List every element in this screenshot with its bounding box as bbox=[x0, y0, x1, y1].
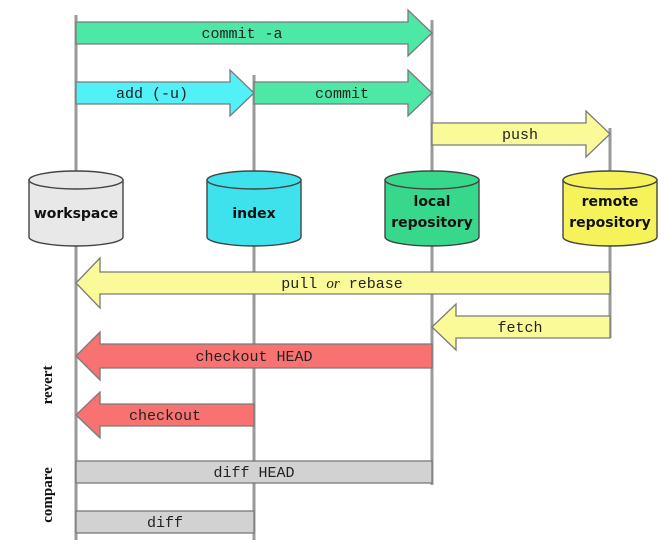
index-label: index bbox=[232, 206, 275, 222]
workspace-cylinder: workspace bbox=[28, 170, 124, 247]
add-arrow: add (-u) bbox=[75, 68, 255, 118]
diff-label: diff bbox=[147, 515, 183, 532]
add-label: add (-u) bbox=[116, 86, 188, 103]
local-repository-cylinder: local repository bbox=[384, 170, 480, 247]
pull-or-rebase-arrow: pull or rebase bbox=[75, 256, 611, 310]
rebase-text: rebase bbox=[349, 276, 403, 293]
remote-repository-cylinder: remote repository bbox=[562, 170, 658, 247]
remote-label-line2: repository bbox=[569, 215, 651, 231]
index-cylinder: index bbox=[206, 170, 302, 247]
diff-head-bar: diff HEAD bbox=[75, 460, 433, 484]
compare-side-label: compare bbox=[40, 467, 56, 523]
pull-or-rebase-label: pull or rebase bbox=[281, 276, 402, 293]
commit-label: commit bbox=[315, 86, 369, 103]
pull-text: pull bbox=[281, 276, 317, 293]
local-label-line1: local bbox=[414, 194, 451, 210]
or-text: or bbox=[326, 276, 340, 292]
push-arrow: push bbox=[431, 109, 611, 159]
local-label-line2: repository bbox=[391, 215, 473, 231]
checkout-head-label: checkout HEAD bbox=[195, 349, 312, 366]
checkout-label: checkout bbox=[129, 408, 201, 425]
commit-all-arrow: commit -a bbox=[75, 8, 433, 58]
push-label: push bbox=[502, 127, 538, 144]
revert-side-label: revert bbox=[40, 366, 56, 405]
commit-arrow: commit bbox=[253, 68, 433, 118]
checkout-head-arrow: checkout HEAD bbox=[75, 330, 433, 382]
remote-label-line1: remote bbox=[582, 194, 639, 210]
workspace-label: workspace bbox=[34, 206, 118, 222]
fetch-arrow: fetch bbox=[431, 302, 611, 352]
diff-bar: diff bbox=[75, 510, 255, 534]
commit-all-label: commit -a bbox=[201, 26, 282, 43]
fetch-label: fetch bbox=[497, 320, 542, 337]
checkout-arrow: checkout bbox=[75, 390, 255, 440]
diff-head-label: diff HEAD bbox=[213, 465, 294, 482]
